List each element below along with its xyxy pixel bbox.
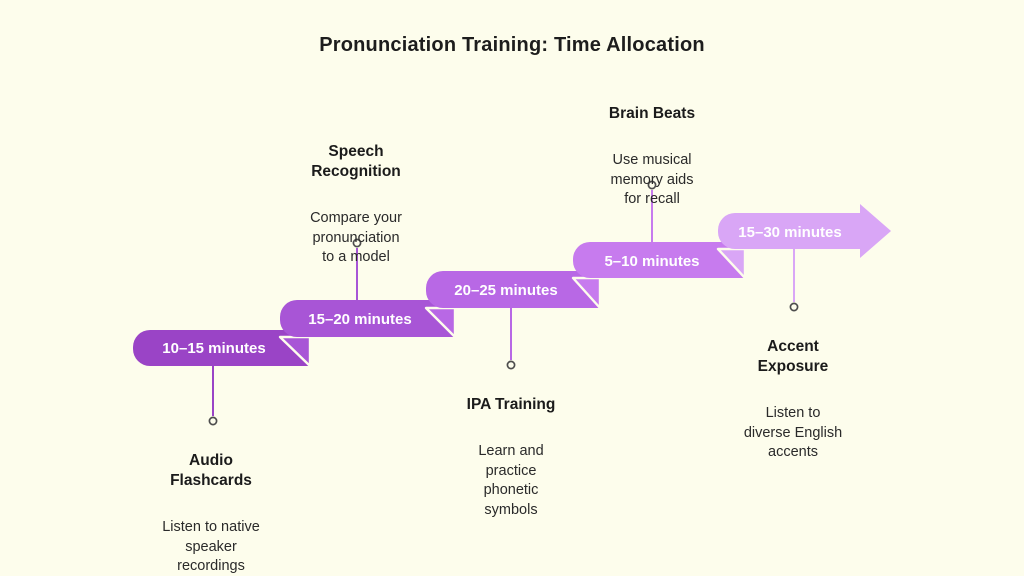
step-name-3: IPA Training	[466, 396, 556, 413]
ribbon-fold-3	[571, 276, 602, 310]
connector-dot-3	[506, 360, 516, 370]
connector-dot-1	[208, 416, 218, 426]
duration-label-3: 20–25 minutes	[454, 282, 557, 299]
step-description-3: Learn and practice phonetic symbols	[478, 443, 544, 518]
duration-label-4: 5–10 minutes	[604, 253, 699, 270]
ribbon-step-5-arrow	[718, 204, 891, 258]
step-label-group-4: Brain Beats Use musical memory aids for …	[582, 86, 722, 228]
connector-dot-2	[352, 238, 362, 248]
step-description-5: Listen to diverse English accents	[743, 405, 843, 460]
connector-dot-5	[789, 302, 799, 312]
step-name-5: Accent Exposure	[757, 338, 829, 375]
step-description-4: Use musical memory aids for recall	[610, 152, 694, 207]
step-label-group-5: Accent Exposure Listen to diverse Englis…	[718, 319, 868, 481]
step-description-2: Compare your pronunciation to a model	[310, 210, 402, 265]
step-name-2: Speech Recognition	[311, 143, 401, 180]
diagram-title: Pronunciation Training: Time Allocation	[319, 34, 705, 56]
step-label-group-3: IPA Training Learn and practice phonetic…	[446, 377, 576, 538]
step-description-1: Listen to native speaker recordings	[162, 519, 260, 574]
ribbon-fold-2	[424, 306, 457, 339]
duration-label-1: 10–15 minutes	[162, 340, 265, 357]
ribbon-fold-4	[716, 247, 747, 280]
ribbon-step-4	[573, 242, 745, 278]
step-label-group-1: Audio Flashcards Listen to native speake…	[141, 433, 281, 576]
step-label-group-2: Speech Recognition Compare your pronunci…	[281, 124, 431, 286]
ribbon-step-1	[133, 330, 310, 366]
step-name-4: Brain Beats	[608, 105, 696, 122]
duration-label-5: 15–30 minutes	[738, 224, 841, 241]
connector-dot-4	[647, 180, 657, 190]
ribbon-fold-1	[278, 335, 312, 368]
step-name-1: Audio Flashcards	[170, 452, 252, 489]
ribbon-step-2	[280, 300, 455, 337]
duration-label-2: 15–20 minutes	[308, 311, 411, 328]
ribbon-step-3	[426, 271, 600, 308]
